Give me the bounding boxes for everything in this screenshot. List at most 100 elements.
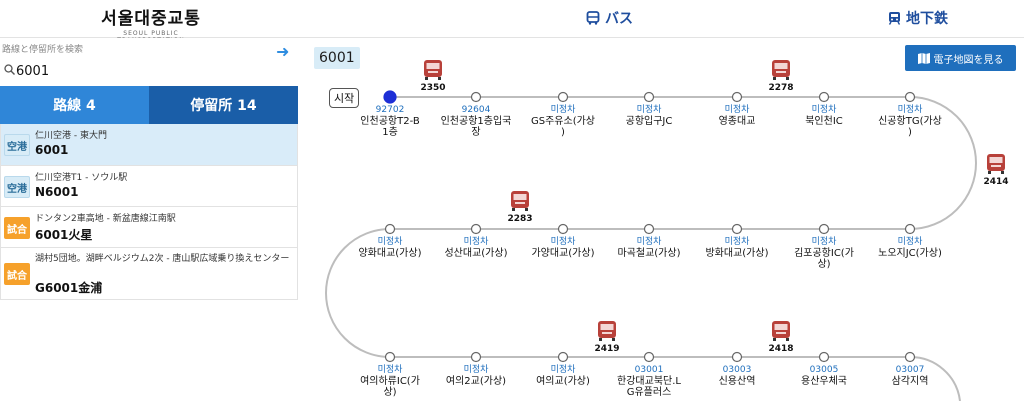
stop-code: 03001	[634, 365, 664, 375]
stop-marker[interactable]	[470, 91, 482, 103]
bus-marker[interactable]: 2418	[766, 320, 796, 354]
stop-code: 미정차	[636, 105, 662, 115]
stop-code: 미정차	[811, 105, 837, 115]
current-stop-marker[interactable]	[383, 90, 397, 104]
route-type-badge: 試合	[4, 263, 30, 285]
stop-marker[interactable]	[904, 91, 916, 103]
stop-marker[interactable]	[384, 223, 396, 235]
stop-marker[interactable]	[818, 223, 830, 235]
stop-code: 92702	[375, 105, 405, 115]
stop-name: 노오지JC(가상)	[878, 248, 942, 259]
stop-name: 여의2교(가상)	[445, 376, 507, 387]
search-icon	[4, 64, 15, 75]
bus-number: 2350	[420, 83, 446, 93]
nav-subway[interactable]: 地下鉄	[888, 8, 948, 28]
bus-icon	[987, 154, 1005, 174]
stop-code: 미정차	[897, 237, 923, 247]
stop-marker[interactable]	[731, 351, 743, 363]
route-description: ドンタン2車高地 - 新盆唐線江南駅	[35, 214, 176, 224]
stop-marker[interactable]	[384, 351, 396, 363]
tab-stops[interactable]: 停留所 14	[149, 86, 298, 124]
list-item[interactable]: 空港 仁川空港 - 東大門 6001	[0, 124, 298, 166]
bus-marker[interactable]: 2419	[592, 320, 622, 354]
route-type-badge: 試合	[4, 217, 30, 239]
stop-marker[interactable]	[904, 223, 916, 235]
stop-marker[interactable]	[470, 351, 482, 363]
stop-marker[interactable]	[557, 223, 569, 235]
bus-icon	[586, 11, 600, 25]
list-item[interactable]: 空港 仁川空港T1 - ソウル駅 N6001	[0, 166, 298, 207]
stop-marker[interactable]	[731, 223, 743, 235]
stop-marker[interactable]	[818, 91, 830, 103]
tab-routes[interactable]: 路線 4	[0, 86, 149, 124]
route-number-badge: 6001	[314, 47, 360, 69]
bus-icon	[424, 60, 442, 80]
header: 서울대중교통 SEOUL PUBLIC TRANSPORTATION バス 地下…	[0, 0, 1024, 44]
bus-marker[interactable]: 2350	[418, 59, 448, 93]
stop-code: 미정차	[550, 105, 576, 115]
stop-marker[interactable]	[470, 223, 482, 235]
stop-marker[interactable]	[557, 351, 569, 363]
search-label: 路線と停留所を検索	[2, 45, 84, 55]
list-item[interactable]: 試合 湖村5団地。湖畔ベルジウム2次 - 唐山駅広域乗り換えセンター G6001…	[0, 248, 298, 300]
bus-number: 2419	[594, 344, 620, 354]
stop-marker[interactable]	[557, 91, 569, 103]
stop-code: 미정차	[897, 105, 923, 115]
stop-marker[interactable]	[731, 91, 743, 103]
stop-marker[interactable]	[643, 351, 655, 363]
subway-icon	[888, 12, 901, 25]
stop-marker[interactable]	[643, 223, 655, 235]
stop-name: 영종대교	[718, 116, 756, 127]
nav-bus[interactable]: バス	[586, 8, 633, 28]
stop-marker[interactable]	[818, 351, 830, 363]
bus-number: 2418	[768, 344, 794, 354]
stop-name: 성산대교(가상)	[444, 248, 508, 259]
stop-marker[interactable]	[643, 91, 655, 103]
sidebar: 路線と停留所を検索 ➜ 路線 4 停留所 14 空港 仁川空港 - 東大門 60…	[0, 38, 298, 401]
electronic-map-button[interactable]: 電子地図を見る	[905, 45, 1016, 71]
stop-name: 용산우체국	[801, 376, 847, 387]
search-input[interactable]	[16, 60, 266, 82]
stop-code: 미정차	[550, 365, 576, 375]
route-description: 仁川空港T1 - ソウル駅	[35, 173, 128, 183]
nav-subway-label: 地下鉄	[906, 11, 948, 27]
bus-marker[interactable]: 2414	[981, 153, 1011, 187]
stop-marker[interactable]	[904, 351, 916, 363]
stop-markers	[383, 90, 916, 363]
list-item[interactable]: 試合 ドンタン2車高地 - 新盆唐線江南駅 6001火星	[0, 207, 298, 248]
search-submit-arrow-icon[interactable]: ➜	[276, 42, 290, 61]
stop-code: 03007	[895, 365, 925, 375]
map-button-label: 電子地図を見る	[933, 54, 1004, 66]
bus-number: 2283	[507, 214, 533, 224]
stop-code: 미정차	[377, 237, 403, 247]
stop-name: 마곡철교(가상)	[617, 248, 681, 259]
bus-number: 2414	[983, 177, 1009, 187]
bus-marker[interactable]: 2283	[505, 190, 535, 224]
stop-code: 92604	[461, 105, 491, 115]
bus-marker[interactable]: 2278	[766, 59, 796, 93]
